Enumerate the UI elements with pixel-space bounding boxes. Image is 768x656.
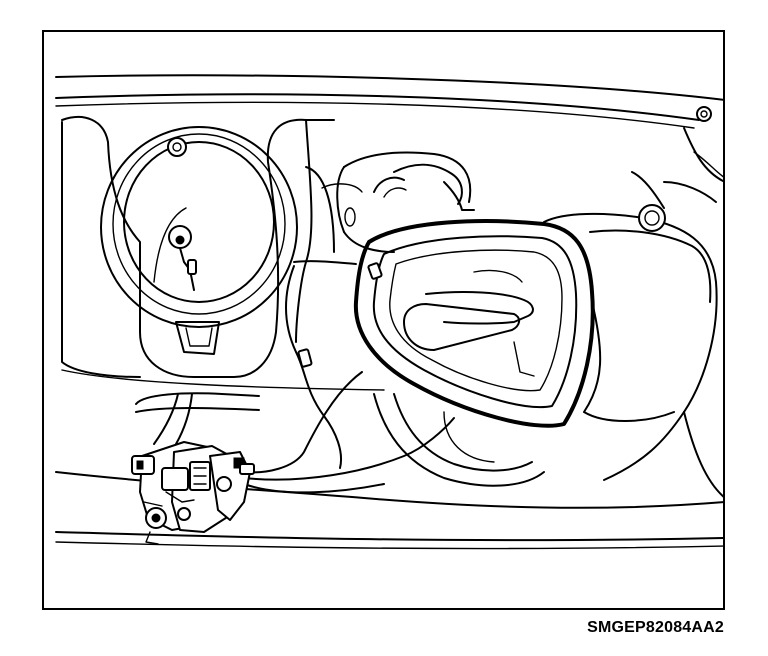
- speaker-opening: [61, 116, 335, 378]
- lower-slot: [61, 369, 385, 413]
- panel-top-trim: [55, 74, 723, 183]
- inner-panel-contour: [295, 119, 472, 343]
- figure-reference-code: SMGEP82084AA2: [587, 619, 724, 636]
- door-latch-illustration: [55, 74, 723, 550]
- right-panel-contour: [543, 151, 723, 422]
- control-rods: [153, 163, 685, 494]
- handle-housing: [353, 181, 595, 428]
- illustration-frame: [42, 30, 725, 610]
- door-lock-actuator: [131, 441, 255, 545]
